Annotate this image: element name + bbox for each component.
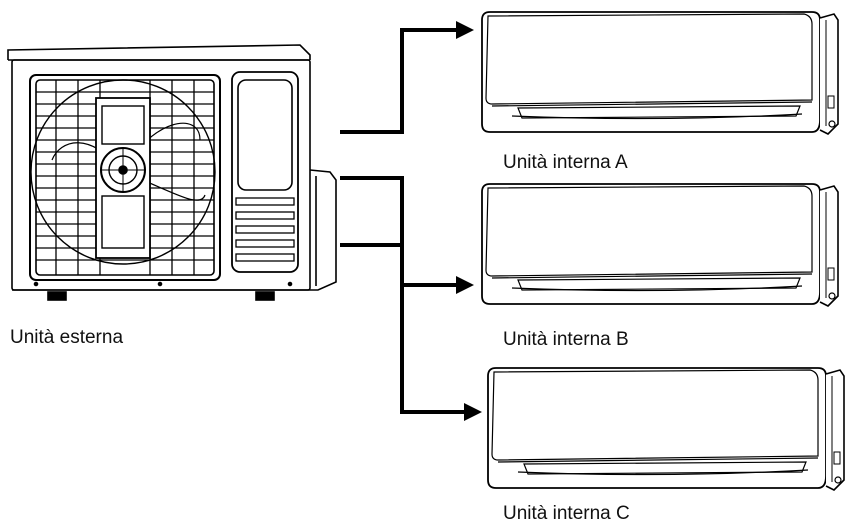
arrow-to-unit-c-icon	[464, 403, 482, 421]
pipe-lines	[340, 28, 466, 414]
indoor-unit-a-label: Unità interna A	[503, 152, 628, 173]
indoor-unit-c-label: Unità interna C	[503, 503, 630, 524]
arrow-to-unit-a-icon	[456, 21, 474, 39]
outdoor-unit-label: Unità esterna	[10, 327, 124, 348]
indoor-unit-b-drawing	[481, 183, 839, 307]
indoor-unit-a-drawing	[481, 11, 839, 135]
indoor-unit-c-drawing	[487, 367, 845, 491]
arrow-to-unit-b-icon	[456, 276, 474, 294]
indoor-unit-b-label: Unità interna B	[503, 329, 629, 350]
outdoor-unit-drawing	[7, 44, 337, 301]
arrowheads	[456, 21, 482, 421]
